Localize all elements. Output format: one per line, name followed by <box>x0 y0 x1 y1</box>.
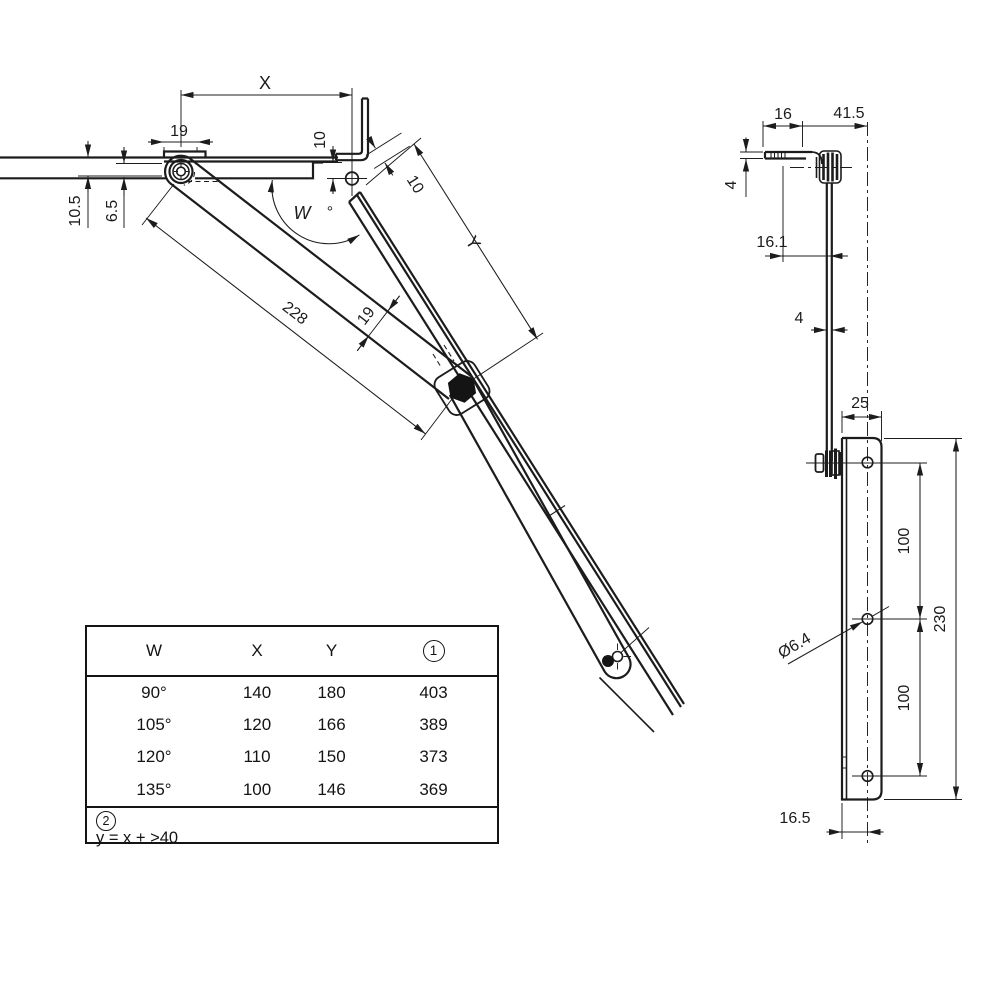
dim-10lid-label: 10 <box>403 173 427 197</box>
cell-c1: 369 <box>419 779 448 799</box>
table-row: 120° 110 150 373 <box>87 741 497 773</box>
col-header-w: W <box>145 641 163 660</box>
dim-16-label: 16 <box>774 106 792 123</box>
circled-1-icon: 1 <box>422 640 445 662</box>
dim-x-label: X <box>259 73 271 93</box>
side-view: 16 41.5 4 16.1 4 25 100 230 100 Ø6.4 16.… <box>723 105 962 845</box>
knuckle-ribs <box>822 152 839 182</box>
side-extension-lines <box>740 121 962 839</box>
dim-19arm-arrow-t <box>387 295 401 311</box>
hidden-pivot-dashes <box>183 171 218 186</box>
arm-serrations <box>770 152 786 159</box>
dim-y-line <box>413 143 538 340</box>
cell-w: 90° <box>141 683 167 703</box>
hinge-knuckle <box>818 150 842 184</box>
bar-bottom-step <box>195 161 324 180</box>
upper-arm <box>163 154 473 400</box>
dia-leader <box>787 621 863 665</box>
angle-degree: ° <box>327 204 333 221</box>
hex-nut-icon <box>447 373 477 403</box>
dim-19arm-arrow-b <box>356 335 370 352</box>
joint-hidden-dashes <box>432 344 455 368</box>
dim-105-label: 10.5 <box>67 195 84 226</box>
hinge-bracket <box>162 150 207 158</box>
cell-c1: 403 <box>419 683 448 703</box>
col-header-x: X <box>251 641 263 660</box>
bolt-ribs <box>825 448 837 479</box>
dim-228-line <box>145 217 426 435</box>
spec-table-footnote: 2 y = x + >40 <box>87 808 497 846</box>
footnote-formula: y = x + >40 <box>96 829 179 847</box>
dim-230-label: 230 <box>932 606 949 633</box>
joint-plate <box>433 360 491 416</box>
circled-2-icon: 2 <box>96 811 116 831</box>
cell-w: 120° <box>136 747 172 767</box>
cell-x: 120 <box>242 715 272 735</box>
cell-c1: 389 <box>419 715 448 735</box>
dim-100b-label: 100 <box>896 685 913 712</box>
pivot-mid <box>172 162 190 181</box>
lid-panel <box>348 191 685 716</box>
cell-c1: 373 <box>419 747 448 767</box>
dim-10lid-arrow-b <box>384 162 395 176</box>
mid-joint <box>433 360 491 416</box>
spec-table-body: 90° 140 180 403 105° 120 166 389 120° 11… <box>87 677 497 808</box>
cell-w: 135° <box>136 779 172 799</box>
dim-100a-label: 100 <box>896 528 913 555</box>
dim-4b-label: 4 <box>795 310 804 327</box>
dim-415-label: 41.5 <box>833 105 864 122</box>
spec-table: W X Y 1 90° 140 180 403 105° 120 166 389… <box>85 625 499 846</box>
lid-l-profile <box>334 97 370 162</box>
spec-table-header: W X Y 1 <box>87 627 497 677</box>
cell-y: 150 <box>317 747 346 767</box>
end-pin <box>611 650 624 663</box>
angle-arc <box>267 179 360 245</box>
table-row: 105° 120 166 389 <box>87 709 497 741</box>
cell-x: 100 <box>242 779 272 799</box>
angle-w-label: W <box>294 203 313 223</box>
lid-pin-crosshair <box>327 88 367 196</box>
dim-10-label: 10 <box>312 131 329 149</box>
cell-y: 146 <box>317 779 346 799</box>
dim-25-label: 25 <box>851 395 869 412</box>
side-top-arm <box>763 150 812 160</box>
cell-y: 166 <box>317 715 346 735</box>
plate-ticks <box>842 756 847 769</box>
dia-label: Ø6.4 <box>775 630 814 662</box>
dim-4t-label: 4 <box>723 180 740 189</box>
cell-x: 140 <box>242 683 272 703</box>
dim-19arm-label: 19 <box>354 304 378 329</box>
mounting-plate <box>840 436 883 801</box>
table-row: 90° 140 180 403 <box>87 677 497 709</box>
cell-y: 180 <box>317 683 346 703</box>
dim-10lid-arrow-t <box>366 135 376 149</box>
pivot-outer <box>168 158 194 185</box>
end-pin-fill <box>602 655 614 667</box>
col-header-y: Y <box>325 641 338 660</box>
dim-165-label: 16.5 <box>779 810 810 827</box>
dim-19-label: 19 <box>170 123 188 140</box>
end-pin-crosshair <box>604 627 650 670</box>
table-row: 135° 100 146 369 <box>87 774 497 806</box>
break-tick <box>548 505 566 517</box>
lid-bracket-line <box>598 676 655 733</box>
main-view: X 19 10.5 6.5 10 W ° 228 19 Y 10 <box>0 73 685 733</box>
cell-w: 105° <box>136 715 172 735</box>
col-header-note1: 1 <box>370 640 497 662</box>
dim-65-label: 6.5 <box>104 200 121 222</box>
dim-161-label: 16.1 <box>756 234 787 251</box>
screw-cross-icon <box>174 164 189 179</box>
cell-x: 110 <box>243 747 271 767</box>
lower-arm <box>448 380 632 680</box>
side-bar <box>825 183 833 461</box>
